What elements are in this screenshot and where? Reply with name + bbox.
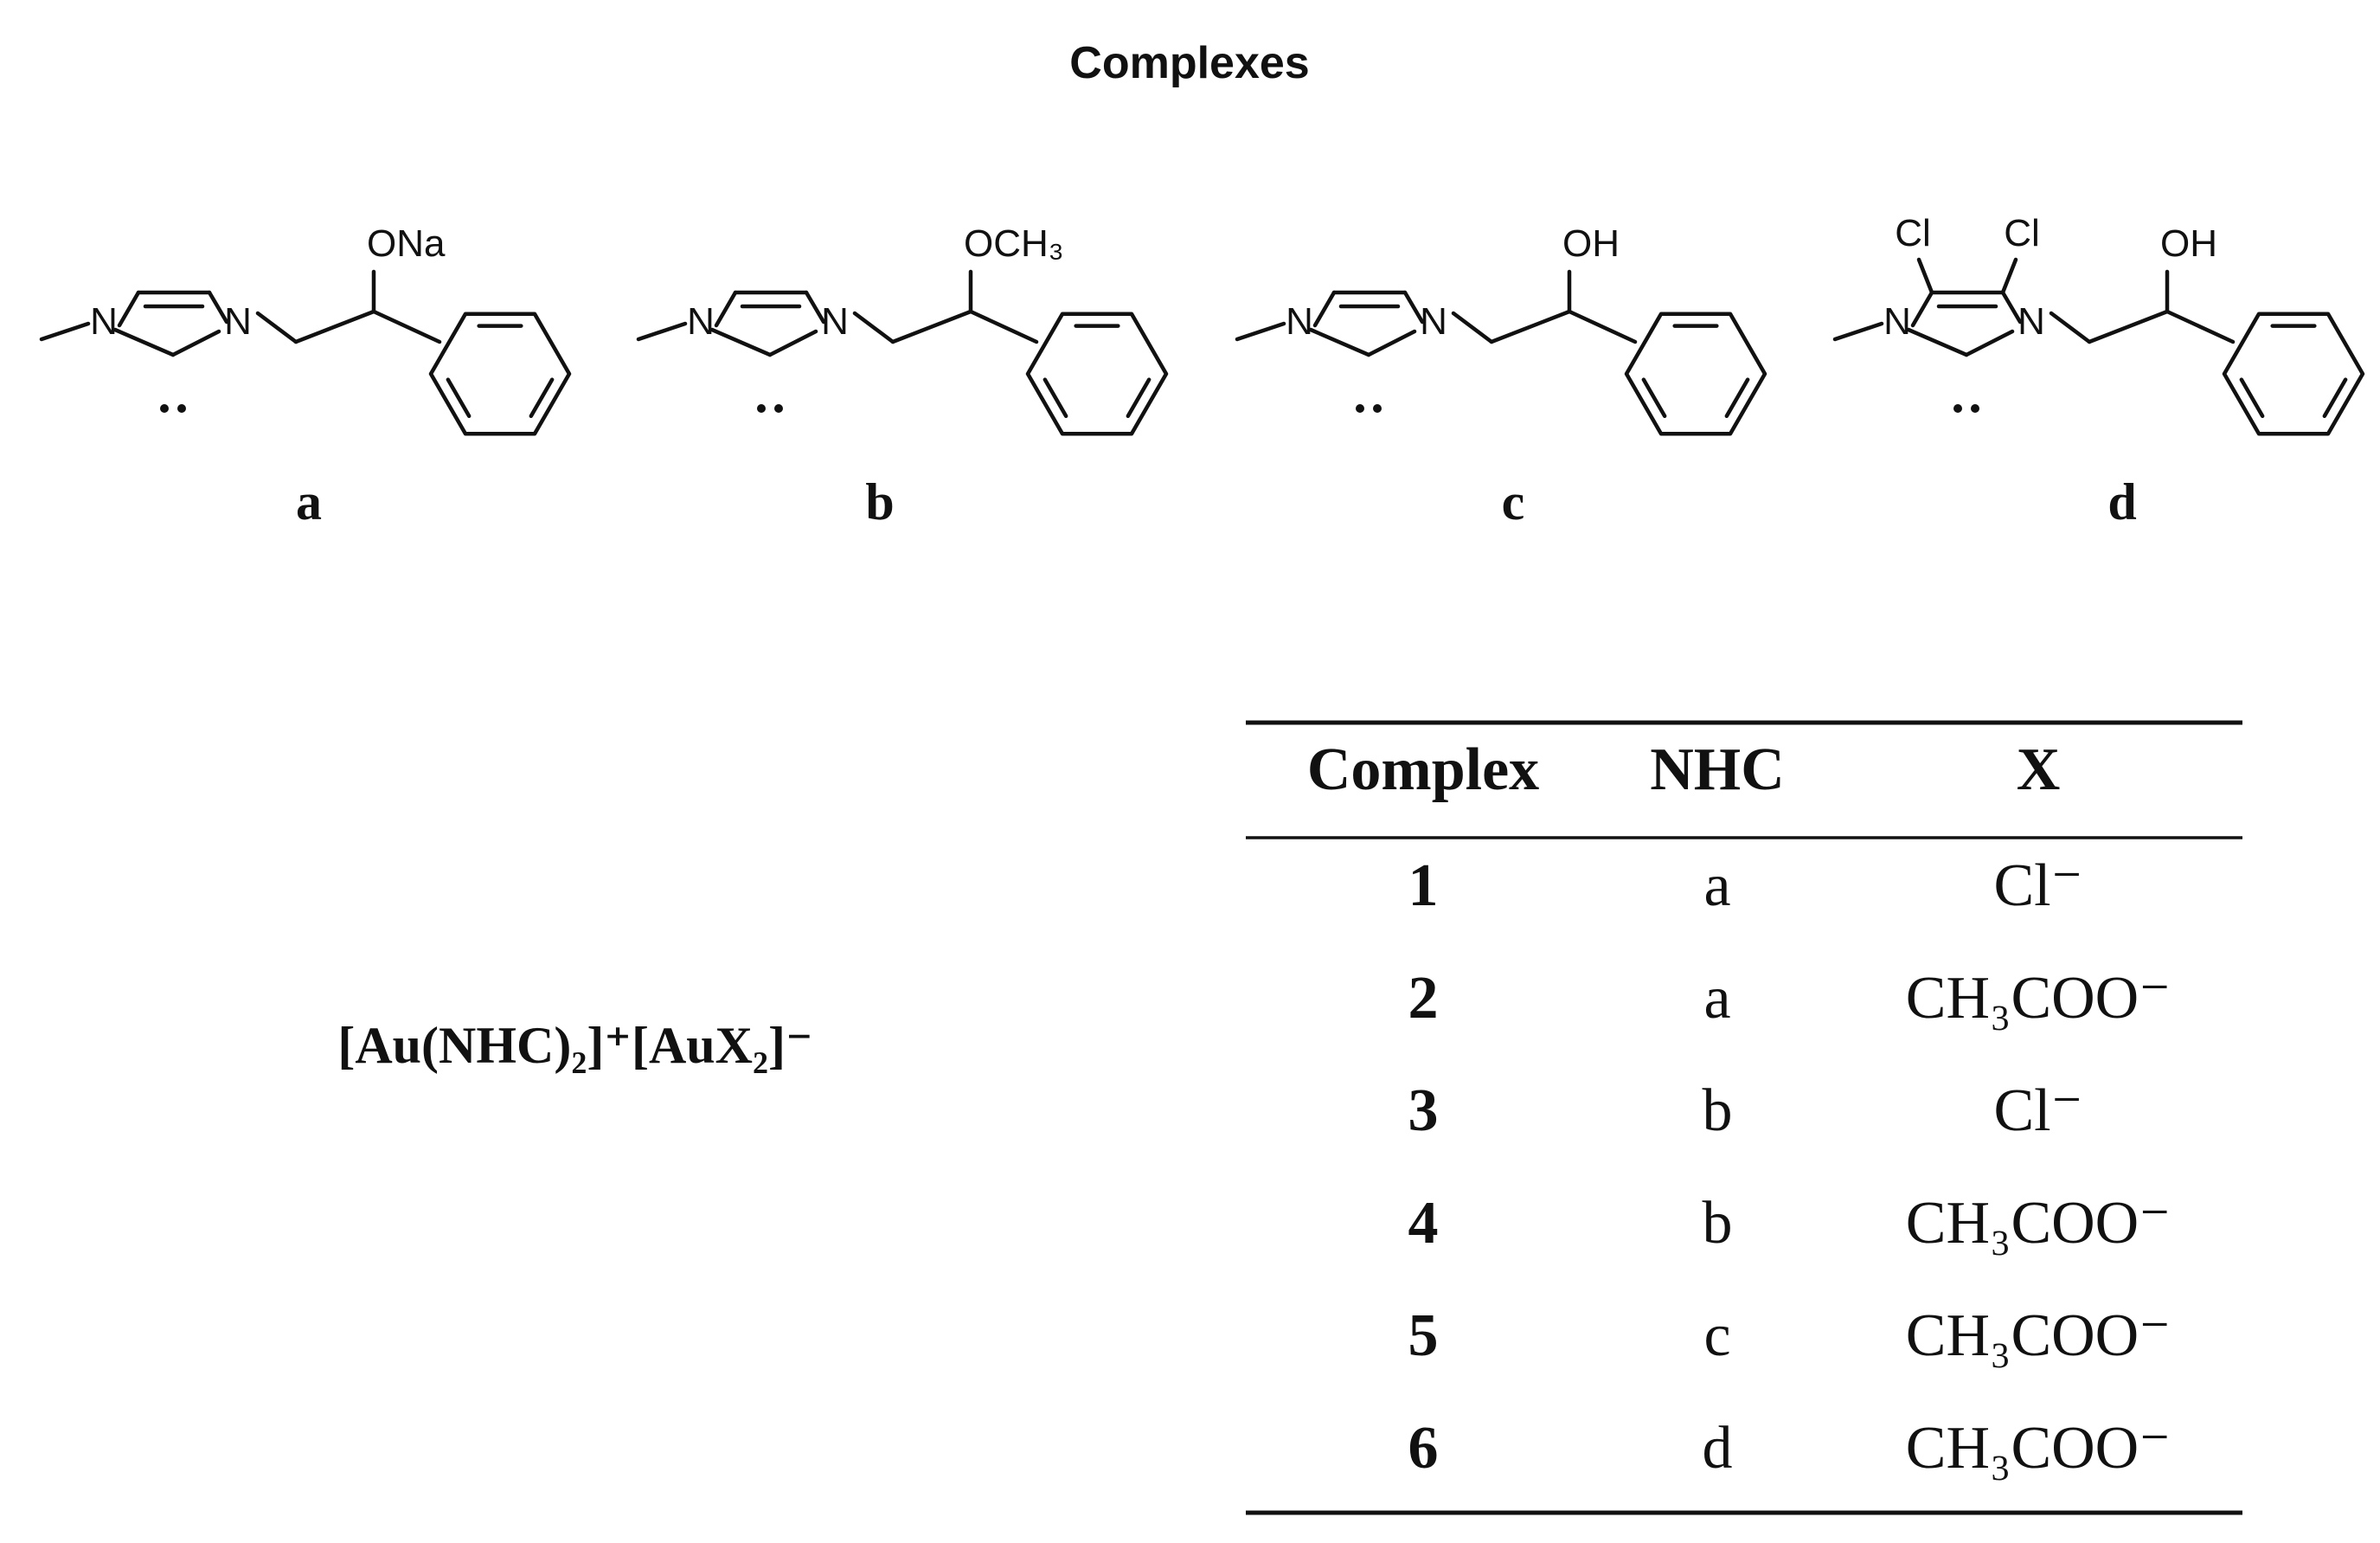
cell-x: Cl⁻: [1993, 852, 2082, 919]
cell-x: CH₃COO⁻: [1906, 1302, 2171, 1369]
cell-nhc: a: [1703, 965, 1730, 1032]
oxygen-substituent-label: ONa: [367, 222, 446, 265]
table-header-complex: Complex: [1307, 736, 1539, 803]
ligand-label-a: a: [296, 473, 322, 530]
ligand-label-d: d: [2107, 473, 2136, 530]
ligand-structure-b: N N OCH₃: [636, 222, 1169, 436]
cell-nhc: c: [1703, 1302, 1730, 1369]
cell-complex: 6: [1408, 1415, 1439, 1482]
cell-complex: 1: [1408, 852, 1439, 919]
oxygen-substituent-label: OH: [1562, 222, 1620, 265]
cell-complex: 2: [1408, 965, 1439, 1032]
table-row: 3 b Cl⁻: [1408, 1077, 2083, 1144]
chloro-substituent-label: Cl: [1895, 212, 1931, 254]
table-row: 4 b CH₃COO⁻: [1408, 1190, 2172, 1257]
cell-nhc: b: [1703, 1190, 1733, 1257]
figure-title: Complexes: [1069, 38, 1309, 88]
lone-pair-dot: [1971, 404, 1979, 413]
bond-lines: [1832, 257, 2365, 436]
nitrogen-atom-label: N: [224, 300, 252, 343]
table-row: 1 a Cl⁻: [1408, 852, 2083, 919]
cell-complex: 5: [1408, 1302, 1439, 1369]
ligand-structure-c: N N OH: [1235, 222, 1767, 436]
bond-lines: [636, 269, 1169, 436]
nitrogen-atom-label: N: [1286, 300, 1313, 343]
lone-pair-dot: [757, 404, 766, 413]
lone-pair-dot: [177, 404, 186, 413]
complex-general-formula: [Au(NHC)₂]⁺[AuX₂]⁻: [337, 1017, 812, 1074]
nitrogen-atom-label: N: [687, 300, 715, 343]
lone-pair-dot: [1953, 404, 1962, 413]
cell-nhc: b: [1703, 1077, 1733, 1144]
table-row: 6 d CH₃COO⁻: [1408, 1415, 2172, 1482]
ligand-structure-d: N N OH Cl Cl: [1832, 212, 2365, 436]
lone-pair-dot: [1373, 404, 1382, 413]
ligand-structure-a: N N ONa: [39, 222, 572, 436]
bond-lines: [39, 269, 572, 436]
cell-nhc: a: [1703, 852, 1730, 919]
ligand-label-b: b: [865, 473, 894, 530]
table-row: 2 a CH₃COO⁻: [1408, 965, 2172, 1032]
cell-x: CH₃COO⁻: [1906, 965, 2171, 1032]
nitrogen-atom-label: N: [1883, 300, 1911, 343]
cell-x: CH₃COO⁻: [1906, 1415, 2171, 1482]
table-header-nhc: NHC: [1650, 736, 1785, 803]
nitrogen-atom-label: N: [821, 300, 849, 343]
table-header-x: X: [2017, 736, 2061, 803]
table-row: 5 c CH₃COO⁻: [1408, 1302, 2172, 1369]
lone-pair-dot: [160, 404, 169, 413]
ligand-label-c: c: [1502, 473, 1525, 530]
cell-x: Cl⁻: [1993, 1077, 2082, 1144]
oxygen-substituent-label: OCH₃: [964, 222, 1064, 265]
lone-pair-dot: [1356, 404, 1364, 413]
oxygen-substituent-label: OH: [2160, 222, 2217, 265]
nitrogen-atom-label: N: [2018, 300, 2045, 343]
lone-pair-dot: [774, 404, 783, 413]
cell-x: CH₃COO⁻: [1906, 1190, 2171, 1257]
bond-lines: [1235, 269, 1767, 436]
cell-complex: 3: [1408, 1077, 1439, 1144]
cell-nhc: d: [1703, 1415, 1733, 1482]
nitrogen-atom-label: N: [1420, 300, 1447, 343]
cell-complex: 4: [1408, 1190, 1439, 1257]
chloro-substituent-label: Cl: [2004, 212, 2040, 254]
nitrogen-atom-label: N: [90, 300, 118, 343]
